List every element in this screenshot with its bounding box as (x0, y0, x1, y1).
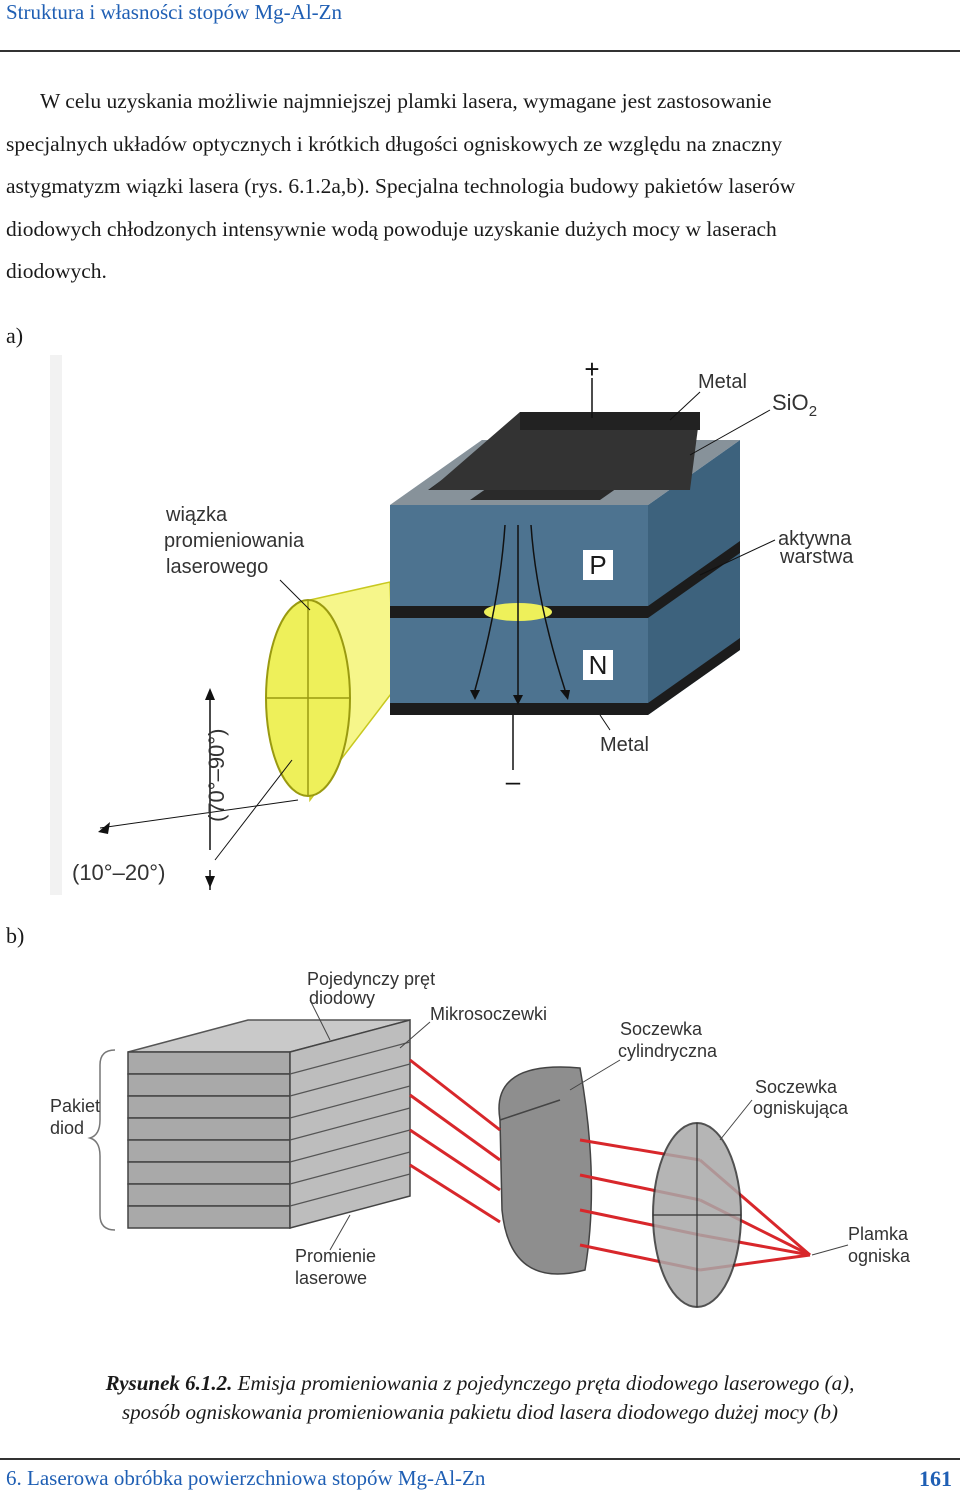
figure-b-label: b) (6, 923, 25, 948)
focusing-lens-label: Soczewka (755, 1077, 838, 1097)
header-rule (0, 50, 960, 52)
diode-stack (127, 1051, 291, 1229)
rod-label: diodowy (309, 988, 375, 1008)
beam-label-line: wiązka (165, 504, 228, 526)
caption-line: sposób ogniskowania promieniowania pakie… (121, 1400, 839, 1424)
focal-spot-label: Plamka (848, 1224, 909, 1244)
page-number: 161 (919, 1466, 952, 1491)
beam-label-line: promieniowania (164, 530, 305, 552)
beam-label-line: laserowego (166, 556, 268, 578)
laser-diode-diagram: P N + – Metal SiO2 wiązka promieniowania… (50, 355, 854, 895)
body-line: specjalnych układów optycznych i krótkic… (6, 131, 783, 156)
body-line: astygmatyzm wiązki lasera (rys. 6.1.2a,b… (6, 174, 796, 198)
diode-packet-focusing-diagram: Pojedynczy pręt diodowy Mikrosoczewki So… (50, 969, 911, 1308)
bottom-metal (390, 703, 648, 715)
p-label: P (589, 550, 606, 580)
figure-caption: Rysunek 6.1.2. Emisja promieniowania z p… (30, 1369, 930, 1427)
body-paragraph: W celu uzyskania możliwie najmniejszej p… (6, 80, 954, 293)
caption-label: Rysunek 6.1.2. (105, 1371, 233, 1395)
running-header: Struktura i własności stopów Mg-Al-Zn (6, 0, 342, 24)
n-label: N (589, 650, 608, 680)
active-layer-label: warstwa (779, 546, 854, 568)
focusing-lens-label: ogniskująca (753, 1098, 849, 1118)
sio2-label: SiO2 (772, 390, 817, 420)
footer-chapter: 6. Laserowa obróbka powierzchniowa stopó… (6, 1466, 486, 1490)
vertical-angle-label: (70°–90°) (204, 729, 229, 822)
packet-label: Pakiet (50, 1096, 100, 1116)
beam-rays-label: laserowe (295, 1268, 367, 1288)
footer-rule (0, 1458, 960, 1460)
metal-bottom-label: Metal (600, 734, 649, 756)
beam-rays-label: Promienie (295, 1246, 376, 1266)
body-line: diodowych. (6, 259, 107, 283)
plus-terminal: + (584, 355, 599, 384)
laser-rays (409, 1058, 811, 1272)
cylindrical-lens-label: Soczewka (620, 1019, 703, 1039)
top-metal-contact (430, 412, 700, 490)
body-line: diodowych chłodzonych intensywnie wodą p… (6, 216, 777, 241)
focal-spot-label: ogniska (848, 1246, 911, 1266)
caption-line: Emisja promieniowania z pojedynczego prę… (237, 1371, 855, 1395)
metal-top-label: Metal (698, 371, 747, 393)
rod-label: Pojedynczy pręt (307, 969, 435, 989)
cylindrical-lens (498, 1066, 593, 1275)
packet-label: diod (50, 1118, 84, 1138)
minus-terminal: – (506, 766, 521, 796)
microlens-label: Mikrosoczewki (430, 1004, 547, 1024)
horizontal-angle-label: (10°–20°) (72, 860, 165, 885)
figure-a-label: a) (6, 323, 24, 348)
active-layer-label: aktywna (778, 528, 852, 550)
cylindrical-lens-label: cylindryczna (618, 1041, 718, 1061)
body-line: W celu uzyskania możliwie najmniejszej p… (40, 89, 772, 113)
